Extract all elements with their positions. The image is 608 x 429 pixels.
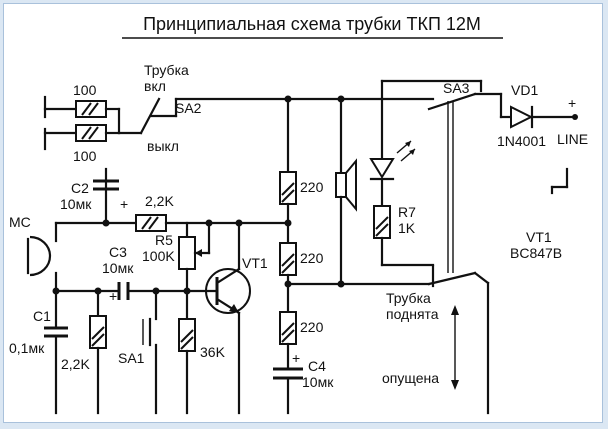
label-c4-plus: + bbox=[292, 350, 300, 366]
label-r5-value: 100K bbox=[142, 248, 175, 264]
label-c2-value: 10мк bbox=[60, 196, 92, 212]
up-down-arrow-icon bbox=[451, 305, 459, 390]
label-100-top: 100 bbox=[73, 82, 97, 98]
label-sa1: SA1 bbox=[118, 350, 145, 366]
transistor-vt1 bbox=[185, 221, 251, 415]
label-r5: R5 bbox=[155, 232, 173, 248]
label-vt1: VT1 bbox=[242, 255, 268, 271]
label-vt1-right: VT1 bbox=[526, 229, 552, 245]
switch-sa1 bbox=[142, 289, 158, 415]
label-c3: C3 bbox=[109, 244, 127, 260]
label-c3-plus: + bbox=[109, 288, 117, 304]
label-vkl: вкл bbox=[144, 78, 166, 94]
label-vd1: VD1 bbox=[511, 82, 538, 98]
label-sa3: SA3 bbox=[443, 80, 470, 96]
diode-vd1 bbox=[499, 92, 578, 129]
label-c1-value: 0,1мк bbox=[9, 340, 45, 356]
label-podnyata: поднята bbox=[386, 306, 439, 322]
label-opuschena: опущена bbox=[382, 370, 439, 386]
label-100-bottom: 100 bbox=[73, 148, 97, 164]
label-c4: C4 bbox=[308, 358, 326, 374]
label-line: LINE bbox=[557, 131, 588, 147]
microphone-icon bbox=[26, 235, 52, 277]
schematic-frame: Принципиальная схема трубки ТКП 12М 100 … bbox=[3, 3, 603, 423]
label-c3-value: 10мк bbox=[102, 260, 134, 276]
label-r7-value: 1K bbox=[398, 220, 416, 236]
label-36k: 36K bbox=[200, 344, 226, 360]
label-2-2k-shunt: 2,2K bbox=[61, 356, 90, 372]
label-c4-value: 10мк bbox=[302, 374, 334, 390]
schematic-title: Принципиальная схема трубки ТКП 12М bbox=[143, 14, 481, 34]
label-1n4001: 1N4001 bbox=[497, 133, 546, 149]
label-c1: C1 bbox=[33, 308, 51, 324]
label-vykl: выкл bbox=[147, 138, 179, 154]
label-220-1: 220 bbox=[300, 179, 324, 195]
label-trubka-2: Трубка bbox=[386, 290, 431, 306]
resistor-r5 bbox=[178, 236, 196, 270]
label-mc: MC bbox=[9, 214, 31, 230]
label-trubka: Трубка bbox=[144, 62, 189, 78]
label-c2: C2 bbox=[71, 180, 89, 196]
sa3-switch bbox=[380, 79, 503, 415]
label-r7: R7 bbox=[398, 204, 416, 220]
speaker-icon bbox=[335, 97, 357, 286]
label-220-2: 220 bbox=[300, 250, 324, 266]
label-2-2k-series: 2,2K bbox=[145, 193, 174, 209]
supply-resistor-group bbox=[43, 95, 178, 151]
label-sa2: SA2 bbox=[175, 100, 202, 116]
label-c2-plus: + bbox=[120, 196, 128, 212]
circuit-schematic: Принципиальная схема трубки ТКП 12М 100 … bbox=[9, 14, 588, 415]
led-indicator bbox=[369, 97, 416, 208]
label-220-3: 220 bbox=[300, 319, 324, 335]
label-vt1-part: BC847B bbox=[510, 245, 562, 261]
label-plus-out: + bbox=[568, 95, 576, 111]
